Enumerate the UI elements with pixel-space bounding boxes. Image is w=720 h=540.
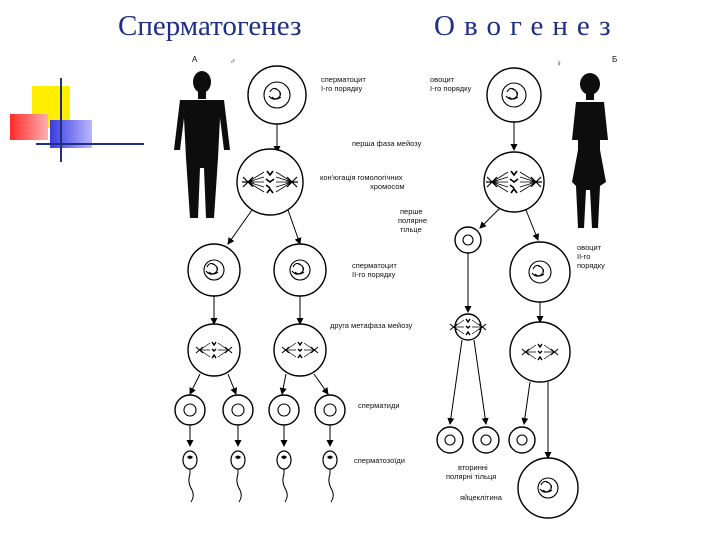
label-polar1-b: полярне <box>398 216 427 225</box>
oogenesis-title: Овогенез <box>434 10 620 42</box>
male-symbol: ♂ <box>230 57 236 66</box>
male-silhouette <box>174 71 230 218</box>
label-polar2-a: вторинні <box>458 463 488 472</box>
label-oocyte2-c: порядку <box>577 261 605 270</box>
spermatogenesis-title: Сперматогенез <box>118 10 302 42</box>
label-meiosis2: друга метафаза мейозу <box>330 321 413 330</box>
label-spermatocyte2-b: ІІ-го порядку <box>352 270 396 279</box>
label-oocyte1-b: І-го порядку <box>430 84 472 93</box>
oocyte-1-cell <box>486 67 542 123</box>
meiosis-1-cell-male <box>236 148 304 216</box>
female-symbol: ♀ <box>556 59 562 68</box>
label-spermatozoa: сперматозоїди <box>354 456 405 465</box>
label-oocyte2-a: овоцит <box>577 243 602 252</box>
meiosis-1-cell-female <box>483 151 545 213</box>
female-silhouette <box>572 73 608 228</box>
first-polar-body <box>454 226 482 254</box>
panel-letter-b: Б <box>612 55 617 64</box>
panel-letter-a: А <box>192 55 198 64</box>
deco-red-square <box>10 114 48 140</box>
meiosis-2-cell-left <box>187 323 241 377</box>
label-conjugation-b: хромосом <box>370 182 405 191</box>
oocyte-2-cell <box>509 241 571 303</box>
label-spermatocyte1-b: І-го порядку <box>321 84 363 93</box>
deco-vertical-line <box>60 78 62 162</box>
label-spermatids: сперматиди <box>358 401 400 410</box>
label-polar1-c: тільце <box>400 225 422 234</box>
egg-cell <box>517 457 579 519</box>
meiosis-2-cell-female <box>509 321 571 383</box>
spermatocyte-2-cell-left <box>187 243 241 297</box>
spermatocyte-1-cell <box>247 65 307 125</box>
spermatocyte-2-cell-right <box>273 243 327 297</box>
label-polar1-a: перше <box>400 207 423 216</box>
meiosis-2-cell-right <box>273 323 327 377</box>
label-oocyte2-b: ІІ-го <box>577 252 590 261</box>
deco-horizontal-line <box>36 143 144 145</box>
label-meiosis1: перша фаза мейозу <box>352 139 422 148</box>
second-polar-bodies <box>436 426 536 454</box>
spermatozoa <box>182 450 338 503</box>
label-spermatocyte2-a: сперматоцит <box>352 261 397 270</box>
spermatid-cells <box>174 394 346 426</box>
label-spermatocyte1-a: сперматоцит <box>321 75 366 84</box>
label-conjugation-a: кон'югація гомологічних <box>320 173 403 182</box>
label-oocyte1-a: овоцит <box>430 75 455 84</box>
polar-body-dividing <box>449 313 487 341</box>
label-polar2-b: полярні тільця <box>446 472 496 481</box>
label-egg: яйцеклітина <box>460 493 503 502</box>
